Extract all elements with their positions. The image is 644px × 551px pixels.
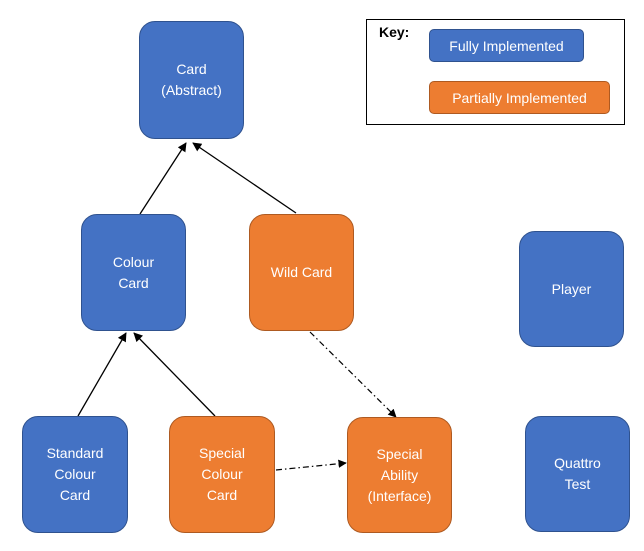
node-card: Card (Abstract) <box>139 21 244 139</box>
legend-fully-implemented-label: Fully Implemented <box>449 37 564 54</box>
legend-partially-implemented: Partially Implemented <box>429 81 610 114</box>
edge-special-colour-card-to-special-ability <box>275 459 347 471</box>
edge-colour-card-to-card <box>139 142 187 215</box>
node-wild-card-label: Wild Card <box>270 264 333 280</box>
node-special-colour-card-label: Special Colour Card <box>199 445 245 503</box>
node-wild-card: Wild Card <box>249 214 354 331</box>
node-colour-card: Colour Card <box>81 214 186 331</box>
node-standard-colour-card-label: Standard Colour Card <box>46 445 104 503</box>
node-colour-card-label: Colour Card <box>112 253 155 291</box>
node-special-colour-card: Special Colour Card <box>169 416 275 533</box>
node-standard-colour-card: Standard Colour Card <box>22 416 128 533</box>
edge-special-colour-card-to-colour-card <box>133 332 216 417</box>
node-special-ability: Special Ability (Interface) <box>347 417 452 533</box>
node-player-label: Player <box>551 280 592 297</box>
edge-wild-card-to-special-ability <box>309 331 397 418</box>
legend-fully-implemented: Fully Implemented <box>429 29 584 62</box>
node-quattro-test: Quattro Test <box>525 416 630 532</box>
node-card-label: Card (Abstract) <box>161 61 222 98</box>
edge-wild-card-to-card <box>192 142 297 214</box>
legend-partially-implemented-label: Partially Implemented <box>452 89 587 106</box>
edge-standard-colour-card-to-colour-card <box>77 332 127 417</box>
legend-box: Key: Fully Implemented Partially Impleme… <box>366 19 625 125</box>
node-quattro-test-label: Quattro Test <box>554 455 601 492</box>
node-player: Player <box>519 231 624 347</box>
legend-title: Key: <box>379 24 410 40</box>
node-special-ability-label: Special Ability (Interface) <box>367 445 432 504</box>
